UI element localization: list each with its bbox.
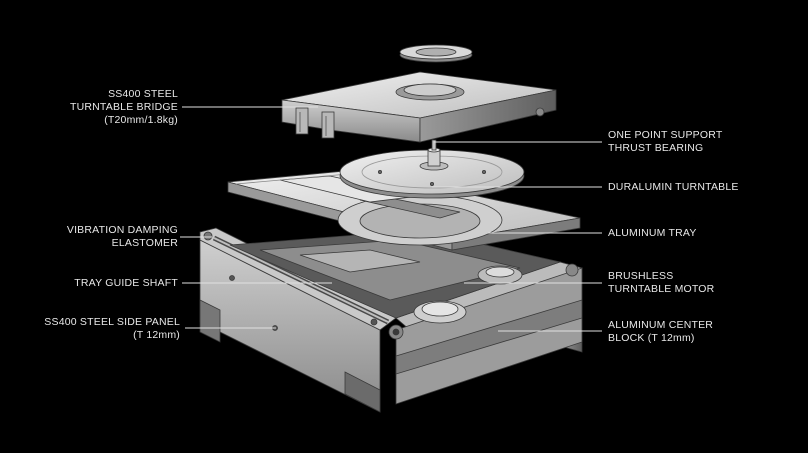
- thrust-bearing: [419, 139, 449, 171]
- left-panel-foot: [199, 299, 221, 343]
- aluminum-tray: [227, 169, 581, 251]
- turntable-bridge: [281, 71, 557, 143]
- label-thrust-bearing: ONE POINT SUPPORT THRUST BEARING: [608, 129, 723, 154]
- label-side-panel: SS400 STEEL SIDE PANEL (T 12mm): [44, 316, 180, 341]
- top-cap: [399, 44, 473, 63]
- leader-lines: [180, 106, 602, 332]
- bridge-clamp-right: [321, 111, 335, 139]
- label-aluminum-tray: ALUMINUM TRAY: [608, 227, 697, 239]
- label-vibration-damping: VIBRATION DAMPING ELASTOMER: [66, 224, 178, 249]
- label-turntable-bridge: SS400 STEEL TURNTABLE BRIDGE (T20mm/1.8k…: [69, 88, 178, 126]
- bridge-clamp-left: [295, 107, 309, 135]
- label-center-block: ALUMINUM CENTER BLOCK (T 12mm): [608, 319, 714, 344]
- label-duralumin-turntable: DURALUMIN TURNTABLE: [608, 181, 739, 193]
- base-assembly: [199, 227, 584, 413]
- label-brushless-motor: BRUSHLESS TURNTABLE MOTOR: [608, 270, 715, 295]
- label-tray-guide-shaft: TRAY GUIDE SHAFT: [74, 277, 178, 289]
- left-panel-foot-2: [344, 371, 381, 413]
